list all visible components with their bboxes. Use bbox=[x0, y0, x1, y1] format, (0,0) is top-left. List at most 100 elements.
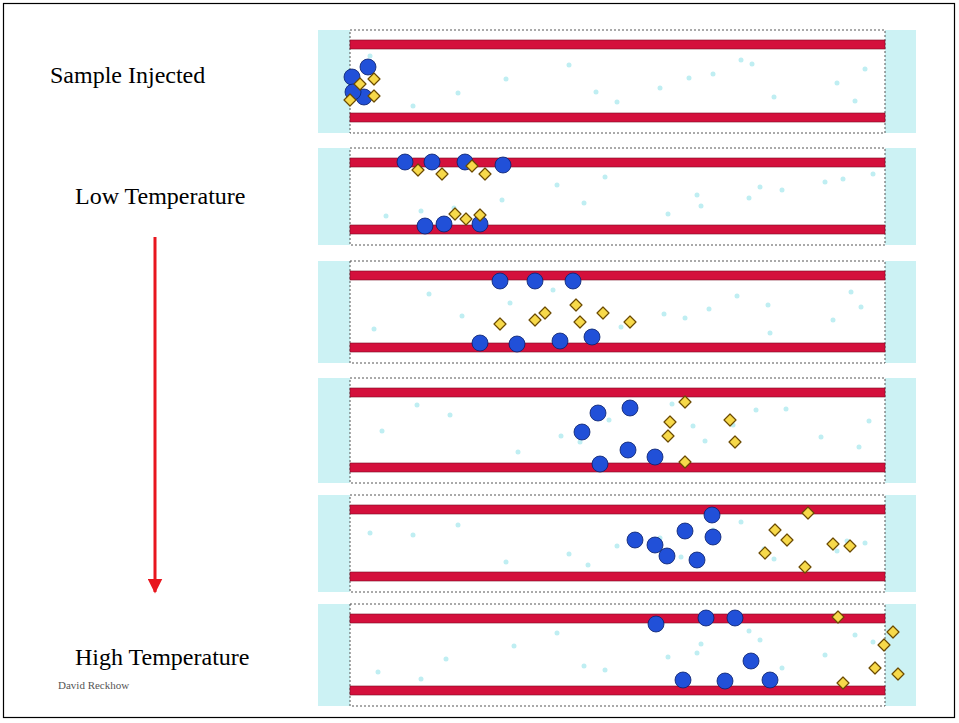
analyte-molecule bbox=[466, 160, 478, 172]
carrier-gas bbox=[772, 95, 777, 100]
column-end bbox=[318, 261, 916, 363]
carrier-gas bbox=[419, 209, 424, 214]
analyte-molecule bbox=[479, 168, 491, 180]
analyte-molecule bbox=[529, 314, 541, 326]
analyte-molecule bbox=[574, 424, 590, 440]
analyte-molecule bbox=[539, 307, 551, 319]
column-panel bbox=[318, 261, 916, 363]
carrier-gas bbox=[504, 77, 509, 82]
analyte-molecule bbox=[417, 218, 433, 234]
column-end bbox=[318, 378, 916, 483]
analyte-molecule bbox=[781, 534, 793, 546]
analyte-molecule bbox=[397, 154, 413, 170]
carrier-gas bbox=[615, 544, 620, 549]
column-end bbox=[318, 604, 916, 706]
carrier-gas bbox=[711, 72, 716, 77]
analyte-molecule bbox=[590, 405, 606, 421]
column-panel bbox=[318, 604, 916, 706]
carrier-gas bbox=[780, 666, 785, 671]
carrier-gas bbox=[739, 58, 744, 63]
carrier-gas bbox=[372, 327, 377, 332]
carrier-gas bbox=[835, 81, 840, 86]
carrier-gas bbox=[670, 402, 675, 407]
carrier-gas bbox=[780, 188, 785, 193]
carrier-gas bbox=[615, 100, 620, 105]
column-bore bbox=[350, 148, 885, 245]
carrier-gas bbox=[758, 638, 763, 643]
analyte-molecule bbox=[837, 677, 849, 689]
carrier-gas bbox=[747, 629, 752, 634]
analyte-molecule bbox=[664, 416, 676, 428]
analyte-molecule bbox=[509, 336, 525, 352]
carrier-gas bbox=[456, 91, 461, 96]
carrier-gas bbox=[863, 541, 868, 546]
carrier-gas bbox=[516, 450, 521, 455]
analyte-molecule bbox=[705, 529, 721, 545]
carrier-gas bbox=[699, 204, 704, 209]
analyte-molecule bbox=[565, 273, 581, 289]
analyte-molecule bbox=[624, 316, 636, 328]
carrier-gas bbox=[687, 76, 692, 81]
column-end bbox=[318, 30, 916, 133]
carrier-gas bbox=[823, 653, 828, 658]
analyte-molecule bbox=[698, 610, 714, 626]
carrier-gas bbox=[849, 290, 854, 295]
analyte-molecule bbox=[584, 329, 600, 345]
analyte-molecule bbox=[436, 216, 452, 232]
analyte-molecule bbox=[424, 154, 440, 170]
carrier-gas bbox=[508, 301, 513, 306]
carrier-gas bbox=[819, 435, 824, 440]
analyte-molecule bbox=[869, 662, 881, 674]
carrier-gas bbox=[551, 288, 556, 293]
analyte-molecule bbox=[769, 524, 781, 536]
column-panels bbox=[318, 30, 916, 706]
column-end bbox=[318, 495, 916, 592]
carrier-gas bbox=[559, 434, 564, 439]
carrier-gas bbox=[444, 657, 449, 662]
column-bore bbox=[350, 604, 885, 706]
analyte-molecule bbox=[647, 449, 663, 465]
stationary-phase bbox=[350, 463, 885, 472]
carrier-gas bbox=[871, 640, 876, 645]
analyte-molecule bbox=[574, 316, 586, 328]
carrier-gas bbox=[411, 104, 416, 109]
carrier-gas bbox=[750, 62, 755, 67]
carrier-gas bbox=[758, 185, 763, 190]
analyte-molecule bbox=[472, 335, 488, 351]
carrier-gas bbox=[555, 183, 560, 188]
carrier-gas bbox=[504, 560, 509, 565]
analyte-molecule bbox=[368, 90, 380, 102]
carrier-gas bbox=[666, 655, 671, 660]
carrier-gas bbox=[747, 196, 752, 201]
carrier-gas bbox=[594, 90, 599, 95]
carrier-gas bbox=[603, 668, 608, 673]
analyte-molecule bbox=[494, 318, 506, 330]
analyte-molecule bbox=[878, 639, 890, 651]
carrier-gas bbox=[666, 212, 671, 217]
carrier-gas bbox=[512, 644, 517, 649]
analyte-molecule bbox=[597, 307, 609, 319]
stage-label: Sample Injected bbox=[50, 63, 205, 87]
analyte-molecule bbox=[436, 168, 448, 180]
carrier-gas bbox=[768, 331, 773, 336]
analyte-molecule bbox=[832, 611, 844, 623]
analyte-molecule bbox=[592, 456, 608, 472]
carrier-gas bbox=[679, 555, 684, 560]
carrier-gas bbox=[695, 193, 700, 198]
carrier-gas bbox=[835, 549, 840, 554]
analyte-molecule bbox=[892, 668, 904, 680]
stationary-phase bbox=[350, 113, 885, 122]
carrier-gas bbox=[739, 520, 744, 525]
carrier-gas bbox=[555, 631, 560, 636]
column-bore bbox=[350, 261, 885, 363]
analyte-molecule bbox=[622, 400, 638, 416]
column-panel bbox=[318, 495, 916, 592]
stationary-phase bbox=[350, 614, 885, 623]
analyte-molecule bbox=[492, 273, 508, 289]
analyte-molecule bbox=[412, 164, 424, 176]
column-panel bbox=[318, 148, 916, 245]
stationary-phase bbox=[350, 343, 885, 352]
author-credit: David Reckhow bbox=[58, 680, 129, 691]
carrier-gas bbox=[772, 557, 777, 562]
